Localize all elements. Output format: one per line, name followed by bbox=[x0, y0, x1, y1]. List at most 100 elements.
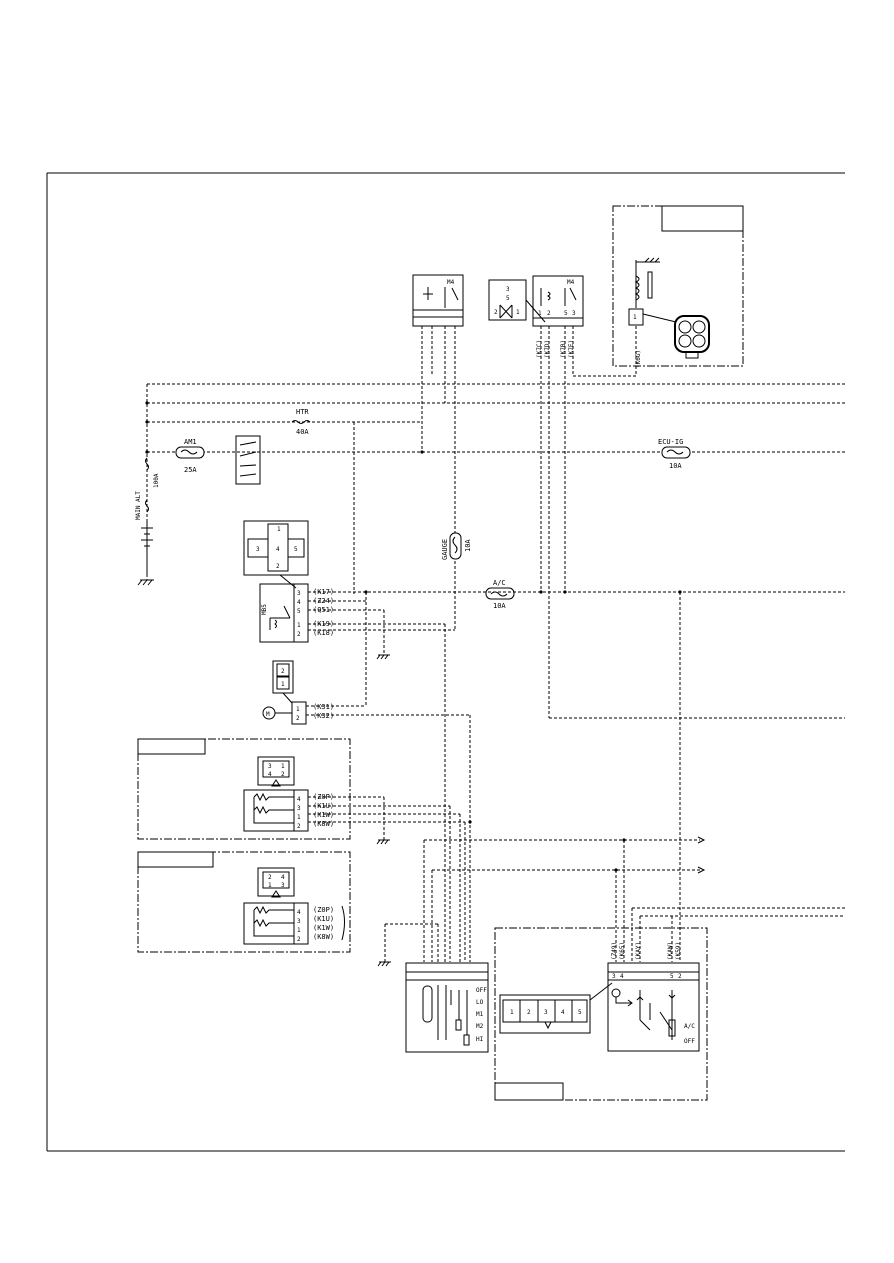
svg-text:2: 2 bbox=[281, 771, 285, 778]
wire-KAW: (KAW) bbox=[667, 942, 674, 960]
wire-K32: (K32) bbox=[313, 712, 334, 720]
fuse-ac: A/C 10A bbox=[485, 579, 515, 610]
svg-text:2: 2 bbox=[281, 668, 285, 675]
wire-K1W-1: (K1W) bbox=[313, 811, 334, 819]
svg-text:1: 1 bbox=[296, 706, 300, 713]
wire-K7E: (K7E) bbox=[568, 340, 575, 358]
wire-Z49: (Z49) bbox=[611, 942, 618, 960]
svg-text:3: 3 bbox=[297, 918, 301, 925]
svg-text:3: 3 bbox=[281, 882, 285, 889]
fuse-gauge: GAUGE 10A bbox=[441, 532, 472, 560]
fuse-ecu-ig: ECU-IG 10A bbox=[658, 438, 691, 470]
fuse-ac-amps: 10A bbox=[493, 602, 506, 610]
bus-wires bbox=[146, 326, 845, 719]
svg-text:OFF: OFF bbox=[476, 987, 487, 994]
svg-text:2: 2 bbox=[297, 823, 301, 830]
relay-1-label: M4 bbox=[447, 279, 455, 286]
blower-relay-wires bbox=[308, 591, 845, 962]
svg-text:4: 4 bbox=[561, 1009, 565, 1016]
svg-text:2: 2 bbox=[494, 309, 498, 316]
svg-text:2: 2 bbox=[527, 1009, 531, 1016]
resistor-group-1: 3 1 4 2 4 3 1 2 (Z0P) (K1U) (K1W) (K8W) bbox=[137, 738, 466, 962]
junction-dots bbox=[145, 401, 682, 872]
svg-text:1: 1 bbox=[538, 310, 542, 317]
fuse-am1-amps: 25A bbox=[184, 466, 197, 474]
wire-K31: (K31) bbox=[313, 703, 334, 711]
svg-text:2: 2 bbox=[297, 936, 301, 943]
wire-K65: (K65) bbox=[619, 942, 626, 960]
svg-text:3: 3 bbox=[297, 590, 301, 597]
battery-symbol bbox=[137, 520, 154, 586]
svg-text:1: 1 bbox=[297, 927, 301, 934]
svg-text:3: 3 bbox=[256, 546, 260, 553]
svg-text:5: 5 bbox=[297, 608, 301, 615]
svg-text:1: 1 bbox=[297, 814, 301, 821]
fuse-main-alt-amps: 100A bbox=[153, 473, 160, 488]
svg-text:M: M bbox=[266, 711, 270, 718]
wire-K1W-2: (K1W) bbox=[313, 924, 334, 932]
blower-relay: MB5 3 4 5 1 2 (K17) (Z24) (Q51) (K19) (K… bbox=[259, 583, 334, 643]
svg-text:4: 4 bbox=[620, 973, 624, 980]
fuse-ecu-ig-amps: 10A bbox=[669, 462, 682, 470]
svg-text:2: 2 bbox=[547, 310, 551, 317]
svg-text:4: 4 bbox=[297, 909, 301, 916]
svg-text:5: 5 bbox=[578, 1009, 582, 1016]
svg-text:2: 2 bbox=[678, 973, 682, 980]
fuse-main-alt-label: MAIN ALT bbox=[135, 491, 142, 520]
svg-text:2: 2 bbox=[268, 874, 272, 881]
blower-motor-connector: 2 1 bbox=[272, 660, 294, 694]
ignition-switch bbox=[235, 435, 261, 485]
sensor-conn bbox=[628, 308, 644, 326]
fuse-ac-label: A/C bbox=[493, 579, 506, 587]
wire-K1U-2: (K1U) bbox=[313, 915, 334, 923]
svg-text:4: 4 bbox=[268, 771, 272, 778]
wire-K8W-2: (K8W) bbox=[313, 933, 334, 941]
svg-text:M1: M1 bbox=[476, 1011, 484, 1018]
sensor-connector-icon bbox=[674, 315, 710, 359]
resistor-group-2: 2 4 1 3 4 3 1 2 (Z0P) (K1U) (K1W) (K8W) bbox=[137, 851, 351, 953]
svg-text:2: 2 bbox=[297, 631, 301, 638]
svg-text:1: 1 bbox=[516, 309, 520, 316]
wire-K7B: (K7B) bbox=[560, 340, 567, 358]
svg-text:A/C: A/C bbox=[684, 1023, 695, 1030]
svg-text:3: 3 bbox=[612, 973, 616, 980]
page-frame bbox=[46, 172, 845, 1152]
svg-text:2: 2 bbox=[296, 715, 300, 722]
svg-text:5: 5 bbox=[294, 546, 298, 553]
fuse-htr-amps: 40A bbox=[296, 428, 309, 436]
fuse-htr-label: HTR bbox=[296, 408, 309, 416]
svg-text:4: 4 bbox=[297, 796, 301, 803]
svg-text:1: 1 bbox=[297, 622, 301, 629]
svg-text:3: 3 bbox=[506, 286, 510, 293]
wire-K7C: (K7C) bbox=[536, 340, 543, 358]
svg-text:5: 5 bbox=[670, 973, 674, 980]
blower-switch-wires bbox=[377, 836, 845, 967]
wire-K8W-1: (K8W) bbox=[313, 820, 334, 828]
blower-relay-label: MB5 bbox=[261, 604, 268, 615]
svg-text:3: 3 bbox=[297, 805, 301, 812]
svg-text:4: 4 bbox=[276, 546, 280, 553]
svg-text:5: 5 bbox=[564, 310, 568, 317]
svg-text:2: 2 bbox=[276, 563, 280, 570]
svg-text:3: 3 bbox=[544, 1009, 548, 1016]
svg-text:3: 3 bbox=[268, 763, 272, 770]
svg-text:M2: M2 bbox=[476, 1023, 484, 1030]
svg-text:1: 1 bbox=[281, 681, 285, 688]
svg-text:1: 1 bbox=[268, 882, 272, 889]
ac-control-unit: 1 2 3 4 5 3 4 5 2 A/C OFF (Z49) (K65) (K… bbox=[494, 927, 708, 1101]
wire-K59: (K59) bbox=[675, 942, 682, 960]
blower-motor: 1 2 M (K31) (K32) bbox=[262, 692, 471, 962]
wire-K6G: (K6G) bbox=[635, 350, 642, 368]
fuse-htr: HTR 40A bbox=[291, 408, 355, 594]
fuse-am1: AM1 25A bbox=[175, 438, 205, 474]
wire-K7D: (K7D) bbox=[544, 340, 551, 358]
blower-relay-connector: 1 3 4 5 2 bbox=[243, 520, 309, 589]
top-relay-2: M4 1 2 5 3 (K7C) (K7D) (K7B) (K7E) bbox=[532, 275, 584, 358]
svg-text:4: 4 bbox=[281, 874, 285, 881]
svg-text:3: 3 bbox=[572, 310, 576, 317]
fuse-main-alt: MAIN ALT 100A bbox=[135, 457, 160, 520]
wire-Z0P-2: (Z0P) bbox=[313, 906, 334, 914]
svg-text:1: 1 bbox=[281, 763, 285, 770]
fuse-ecu-ig-label: ECU-IG bbox=[658, 438, 683, 446]
